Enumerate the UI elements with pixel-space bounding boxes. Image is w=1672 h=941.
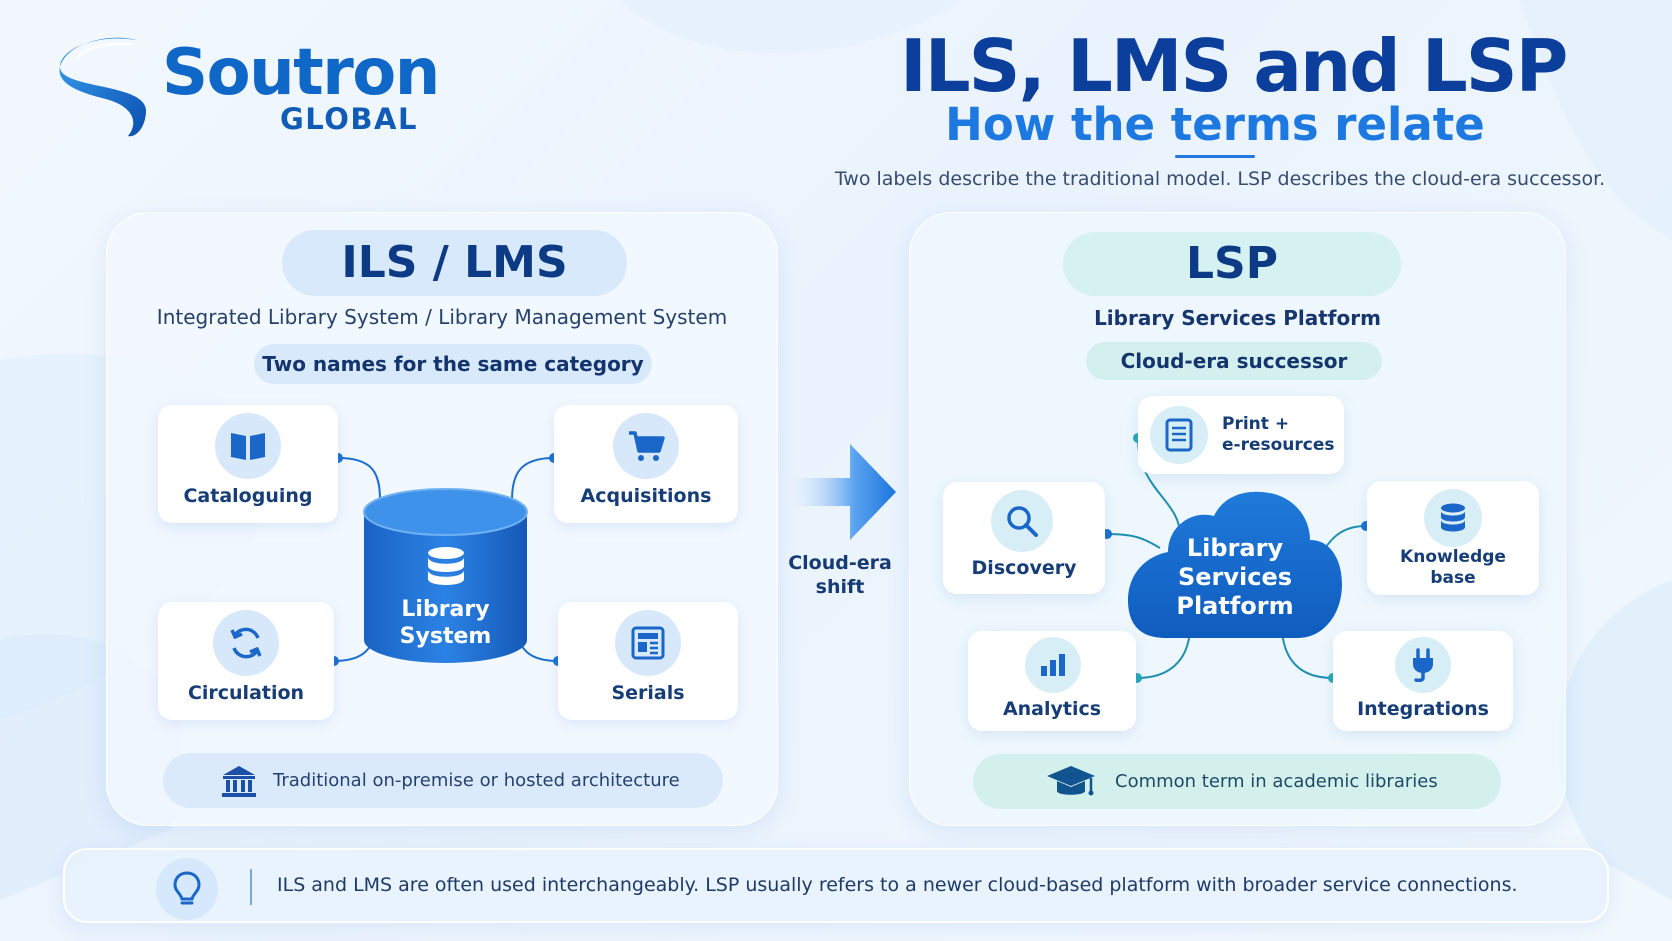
analytics-label: Analytics bbox=[1002, 698, 1102, 720]
page-tagline: Two labels describe the traditional mode… bbox=[834, 168, 1606, 190]
bar-chart-icon bbox=[1025, 637, 1081, 693]
ils-lms-title: ILS / LMS bbox=[282, 230, 627, 296]
summary-text: ILS and LMS are often used interchangeab… bbox=[277, 874, 1518, 896]
summary-bar bbox=[63, 848, 1609, 923]
circulation-label: Circulation bbox=[187, 682, 305, 704]
discovery-label: Discovery bbox=[971, 557, 1077, 579]
library-system-label: Library System bbox=[364, 596, 527, 650]
graduation-cap-icon bbox=[1047, 765, 1095, 795]
search-icon bbox=[991, 490, 1053, 552]
lsp-footer-pill: Common term in academic libraries bbox=[973, 754, 1501, 809]
plug-icon bbox=[1395, 637, 1451, 693]
acquisitions-card: Acquisitions bbox=[554, 405, 738, 523]
knowledge-base-line2: base bbox=[1430, 568, 1476, 588]
knowledge-base-line1: Knowledge bbox=[1400, 547, 1506, 567]
lsp-note-pill: Cloud-era successor bbox=[1086, 342, 1382, 380]
document-icon bbox=[1150, 406, 1208, 464]
ils-lms-note-pill: Two names for the same category bbox=[254, 344, 652, 384]
acquisitions-label: Acquisitions bbox=[580, 485, 712, 507]
database-icon bbox=[1424, 489, 1482, 547]
cataloguing-card: Cataloguing bbox=[158, 405, 338, 523]
summary-divider bbox=[250, 869, 252, 905]
print-eresources-line2: e-resources bbox=[1222, 435, 1335, 455]
ils-lms-footer-pill: Traditional on-premise or hosted archite… bbox=[163, 753, 723, 808]
analytics-card: Analytics bbox=[968, 631, 1136, 731]
logo-subtitle: GLOBAL bbox=[280, 102, 418, 136]
lsp-subtitle: Library Services Platform bbox=[1094, 306, 1381, 330]
lightbulb-icon bbox=[156, 858, 218, 920]
library-system-line1: Library bbox=[401, 597, 490, 622]
integrations-label: Integrations bbox=[1357, 698, 1489, 720]
discovery-card: Discovery bbox=[943, 482, 1105, 594]
cloud-shift-label: Cloud-era shift bbox=[780, 551, 900, 599]
lsp-title: LSP bbox=[1063, 232, 1401, 296]
integrations-card: Integrations bbox=[1333, 631, 1513, 731]
lsp-cloud-line3: Platform bbox=[1176, 592, 1294, 620]
soutron-logo: Soutron GLOBAL bbox=[52, 32, 440, 142]
serials-label: Serials bbox=[611, 682, 685, 704]
ils-lms-footer-text: Traditional on-premise or hosted archite… bbox=[273, 770, 680, 791]
circulation-card: Circulation bbox=[158, 602, 334, 720]
print-eresources-card: Print + e-resources bbox=[1138, 396, 1344, 474]
lsp-footer-text: Common term in academic libraries bbox=[1115, 771, 1438, 792]
lsp-cloud-label: Library Services Platform bbox=[1128, 534, 1342, 621]
cart-icon bbox=[613, 413, 679, 479]
ils-lms-subtitle: Integrated Library System / Library Mana… bbox=[156, 305, 728, 329]
refresh-icon bbox=[213, 610, 279, 676]
title-divider bbox=[1175, 155, 1255, 158]
lsp-cloud-line1: Library bbox=[1186, 534, 1284, 562]
cataloguing-label: Cataloguing bbox=[183, 485, 313, 507]
knowledge-base-card: Knowledge base bbox=[1367, 481, 1539, 595]
page-subtitle: How the terms relate bbox=[945, 98, 1485, 151]
serials-card: Serials bbox=[558, 602, 738, 720]
logo-swoosh-icon bbox=[59, 37, 147, 137]
newspaper-icon bbox=[615, 610, 681, 676]
cloud-shift-line2: shift bbox=[815, 576, 865, 598]
building-icon bbox=[222, 765, 256, 797]
lsp-cloud-line2: Services bbox=[1177, 563, 1293, 591]
print-eresources-label: Print + e-resources bbox=[1222, 414, 1335, 456]
print-eresources-line1: Print + bbox=[1222, 414, 1290, 434]
knowledge-base-label: Knowledge base bbox=[1367, 547, 1539, 589]
book-icon bbox=[215, 413, 281, 479]
logo-name: Soutron bbox=[162, 36, 440, 110]
cloud-shift-line1: Cloud-era bbox=[788, 552, 892, 574]
library-system-line2: System bbox=[399, 624, 492, 649]
page-title: ILS, LMS and LSP bbox=[900, 24, 1568, 108]
